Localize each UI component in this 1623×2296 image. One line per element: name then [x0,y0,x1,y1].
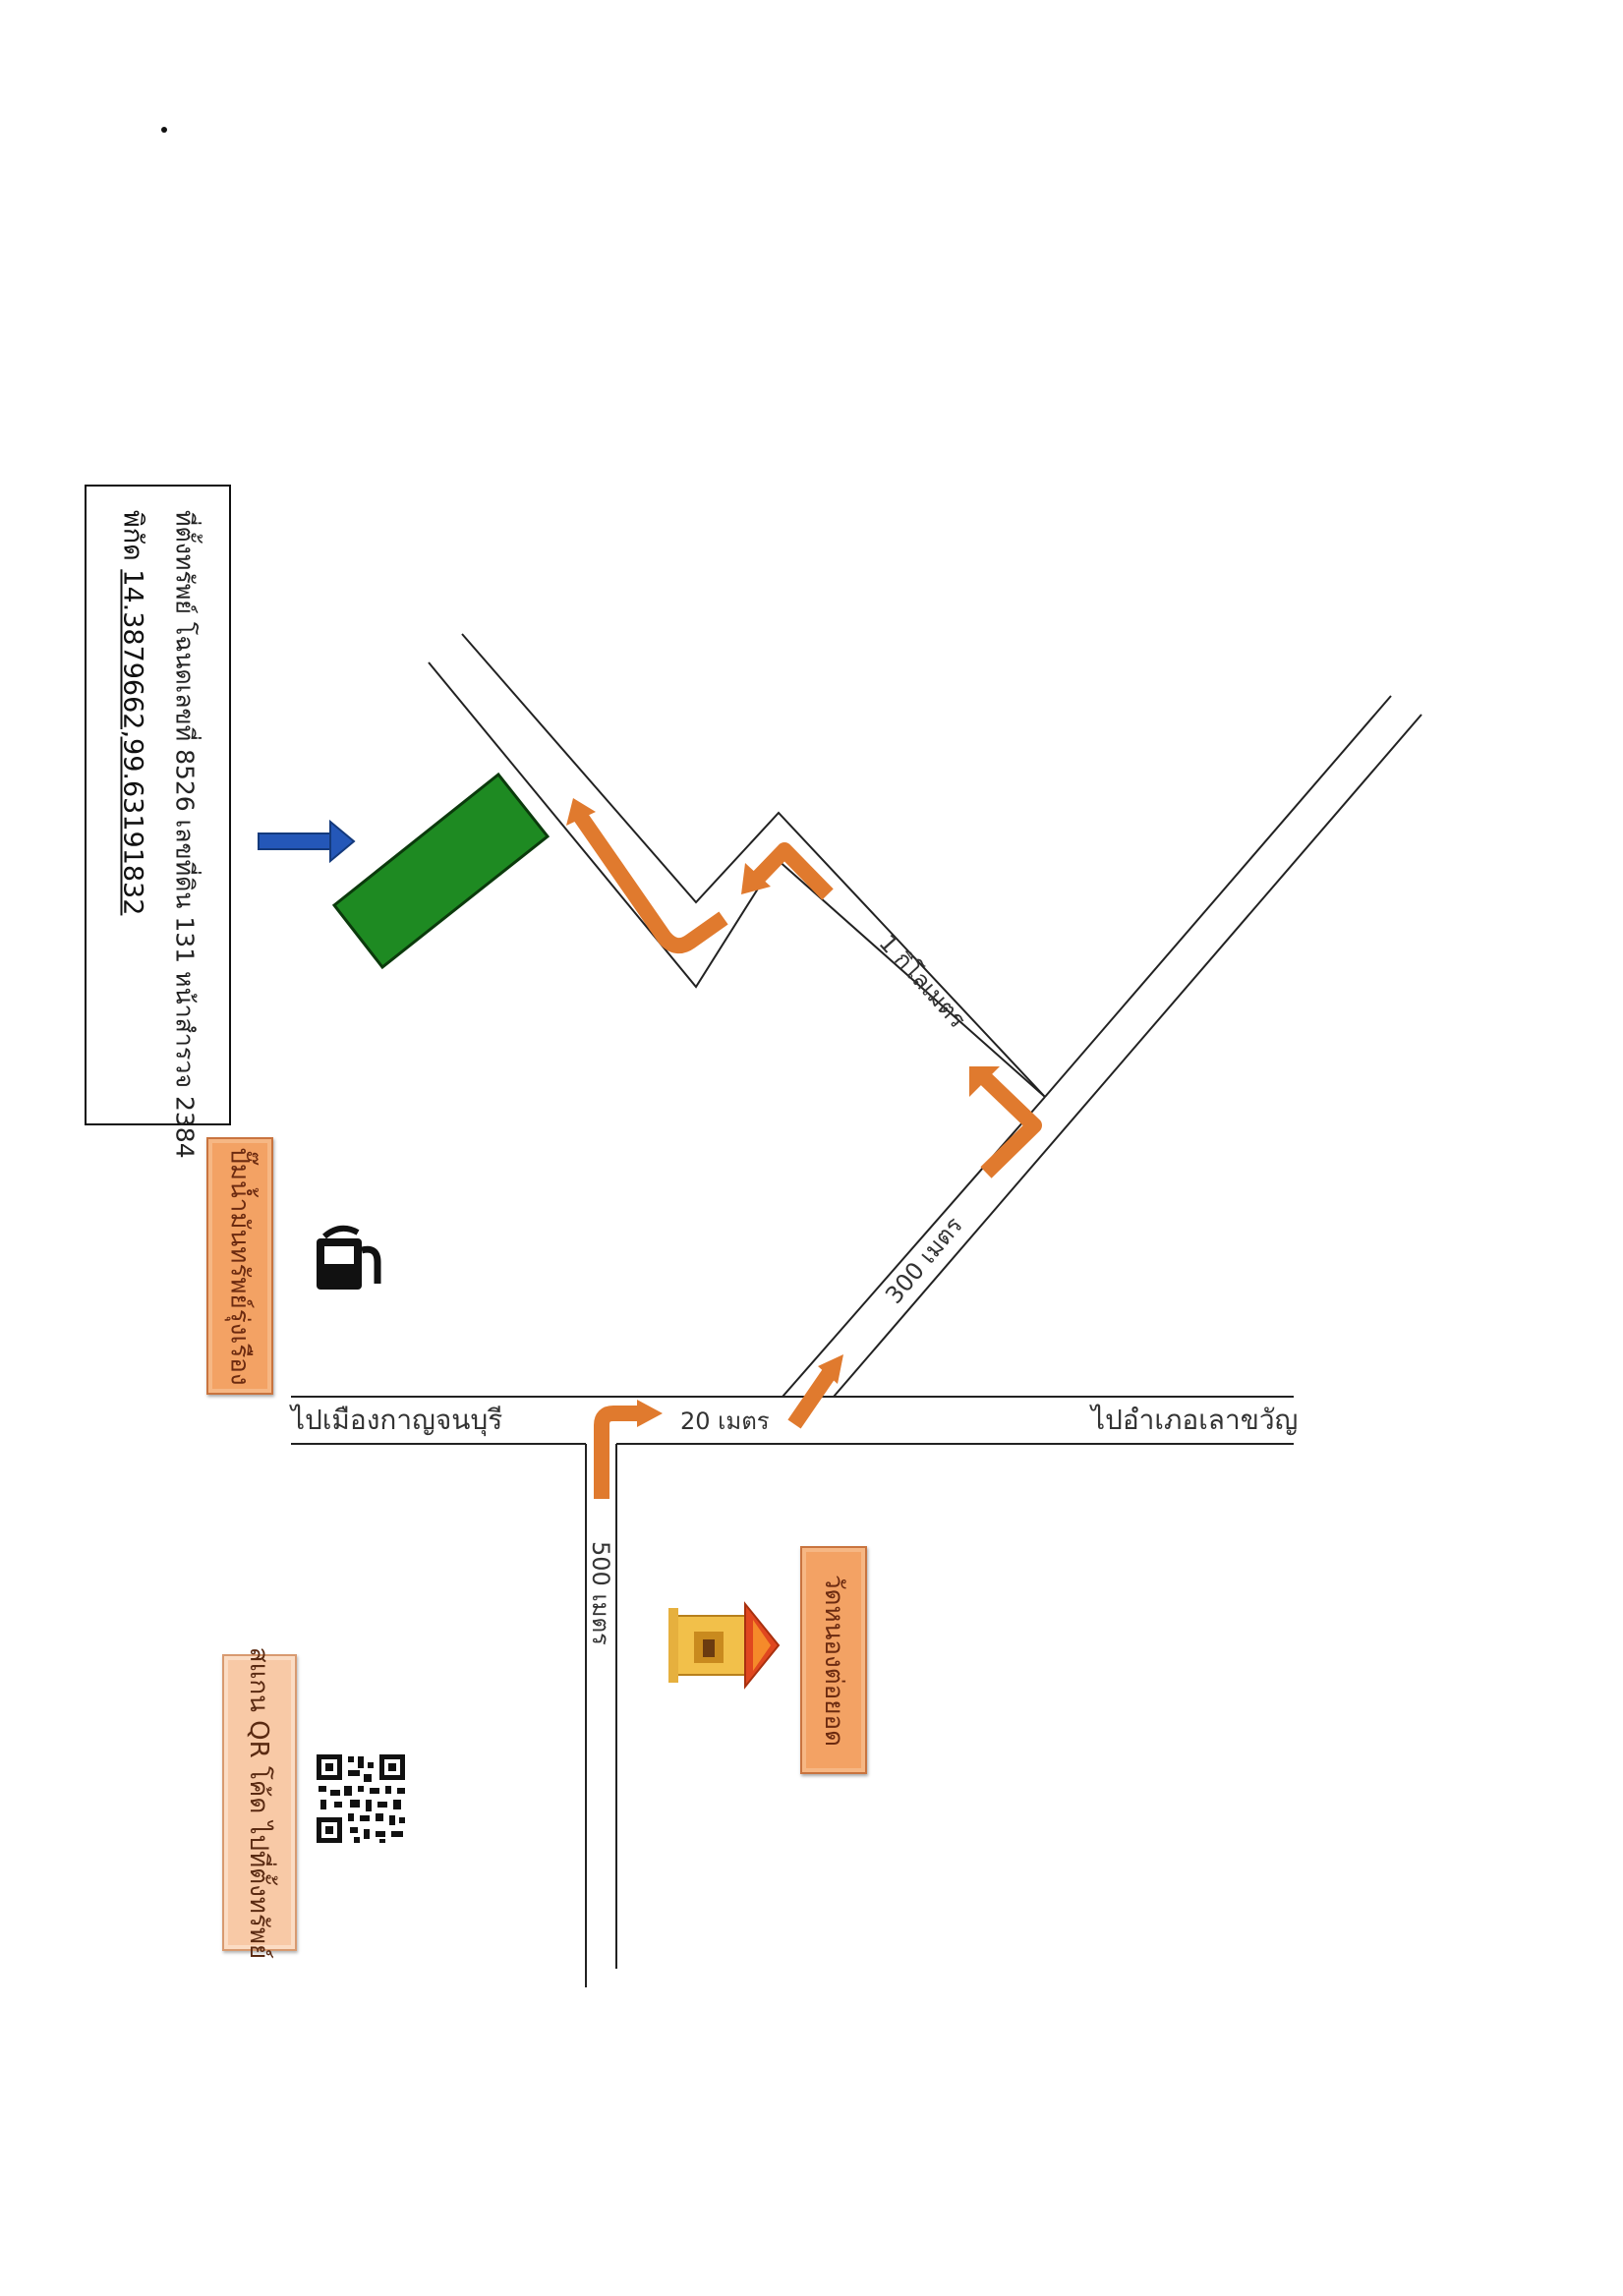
diagonal-road-right-edge [833,714,1422,1398]
property-info-box: ที่ตั้งทรัพย์ โฉนดเลขที่ 8526 เลขที่ดิน … [85,485,231,1159]
diagonal-road-upper-edge [1044,695,1392,1098]
temple-icon [668,1601,781,1690]
label-300m: 300 เมตร [880,1212,968,1309]
label-1km: 1 กิโลเมตร [874,929,972,1033]
temple-text: วัดหนองต่อยอด [818,1574,848,1747]
route-arrow-up-side-road [594,1406,637,1499]
coordinates-line: พิกัด 14.3879662,99.63191832 [112,510,154,1100]
qr-caption-label: สแกน QR โค้ด ไปที่ตั้งทรัพย์ [222,1646,297,1959]
route-arrow-zigzag-left [573,811,728,954]
arrowhead-1 [637,1400,663,1427]
arrowhead-2 [818,1354,843,1384]
label-20m: 20 เมตร [680,1407,770,1435]
arrowhead-5 [566,798,596,826]
temple-label: วัดหนองต่อยอด [800,1546,867,1774]
label-500m: 500 เมตร [587,1541,614,1645]
zigzag-road-upper-edge [461,633,1046,1098]
route-arrow-junction [979,1072,1042,1178]
fuel-pump-icon [307,1217,389,1301]
qr-code-icon [315,1752,407,1845]
scan-speck [161,127,167,133]
label-to-lao-khwan: ไปอำเภอเลาขวัญ [1089,1404,1298,1436]
zigzag-road-lower-edge [428,661,1046,1098]
coordinates-value[interactable]: 14.3879662,99.63191832 [117,569,147,916]
route-arrows [573,811,1042,1499]
arrowhead-3 [969,1066,1000,1097]
coordinates-label: พิกัด [117,510,147,561]
label-to-kanchanaburi: ไปเมืองกาญจนบุรี [289,1404,502,1437]
gas-station-text: ปั๊มน้ำมันทรัพย์รุ่งเรือง [224,1146,255,1386]
deed-info-text: ที่ตั้งทรัพย์ โฉนดเลขที่ 8526 เลขที่ดิน … [170,510,199,1159]
route-arrow-zigzag-right [753,842,834,900]
qr-caption-text: สแกน QR โค้ด ไปที่ตั้งทรัพย์ [244,1646,274,1959]
gas-station-label: ปั๊มน้ำมันทรัพย์รุ่งเรือง [206,1137,273,1395]
arrowhead-4 [741,863,771,894]
blue-arrow-icon [258,819,356,864]
land-plot [331,772,551,970]
route-arrow-diagonal-start [787,1369,836,1429]
route-arrowheads [566,798,1000,1427]
diagonal-road-left-edge [782,1096,1046,1398]
